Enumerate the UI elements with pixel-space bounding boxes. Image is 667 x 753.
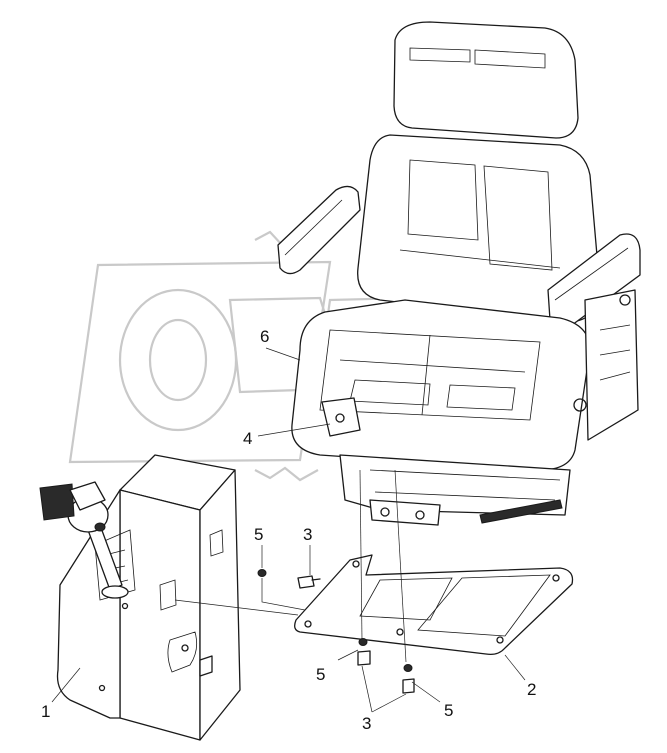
callout-3-upper: 3 — [303, 525, 312, 544]
control-console — [39, 454, 241, 741]
callout-4: 4 — [243, 429, 252, 448]
fasteners — [257, 569, 415, 694]
callout-3-lower: 3 — [362, 714, 371, 733]
seat-assembly — [277, 21, 641, 526]
callout-1: 1 — [41, 702, 50, 721]
mounting-plate — [294, 554, 574, 656]
callout-5-right: 5 — [444, 701, 453, 720]
callout-6: 6 — [260, 327, 269, 346]
callout-5-upper: 5 — [254, 525, 263, 544]
leader-lines — [51, 347, 526, 713]
callout-5-lower: 5 — [316, 665, 325, 684]
callout-2: 2 — [527, 680, 536, 699]
callout-labels: 6 4 5 3 5 3 5 2 1 — [41, 327, 536, 733]
